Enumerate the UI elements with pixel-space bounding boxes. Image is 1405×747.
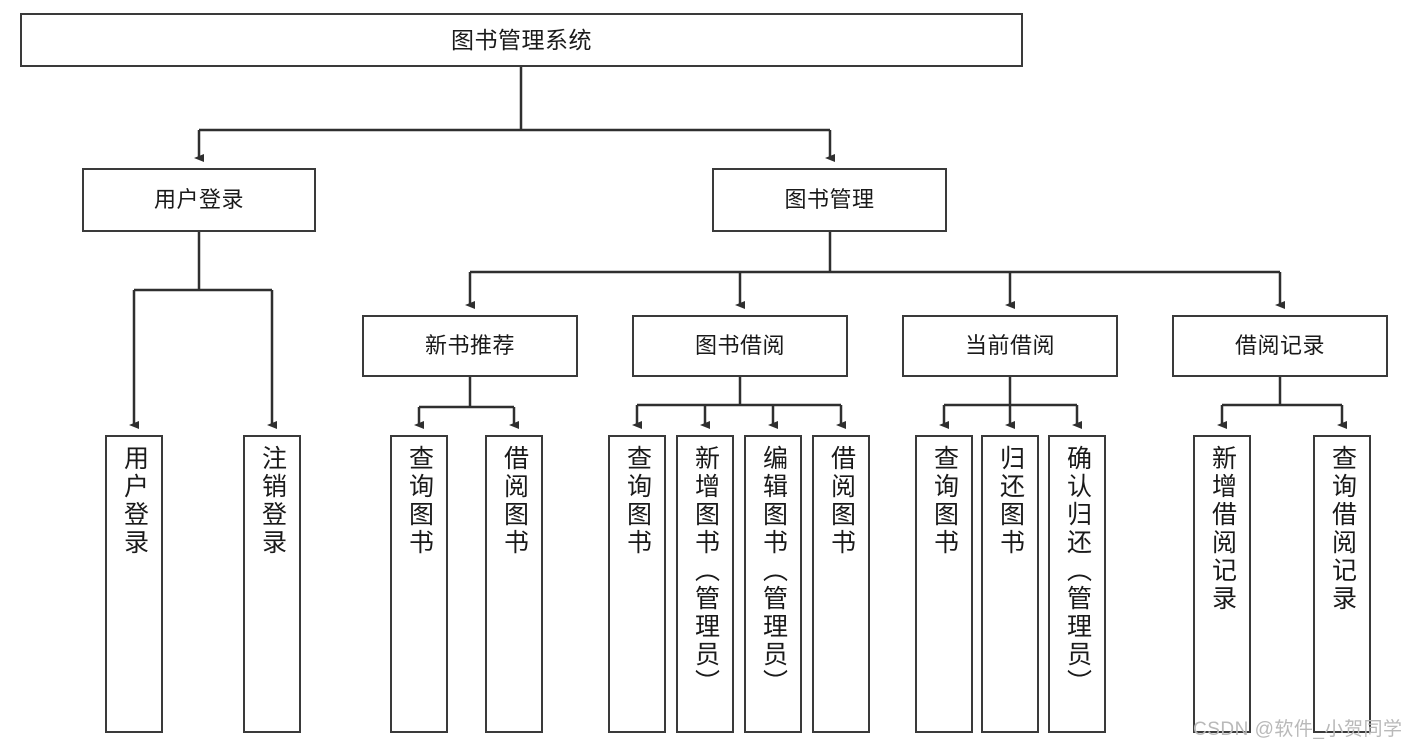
node-leaf-logout[interactable]: 注销登录 <box>243 435 301 733</box>
node-leaf-add-record[interactable]: 新增借阅记录 <box>1193 435 1251 733</box>
node-leaf-query-book-2-label: 查询图书 <box>623 445 652 557</box>
node-leaf-borrow-book-2[interactable]: 借阅图书 <box>812 435 870 733</box>
node-root-label: 图书管理系统 <box>451 26 592 53</box>
node-leaf-confirm-return-label: 确认归还（管理员） <box>1063 445 1092 697</box>
node-user-login[interactable]: 用户登录 <box>82 168 316 232</box>
node-leaf-borrow-book-1-label: 借阅图书 <box>500 445 529 557</box>
node-leaf-query-book-2[interactable]: 查询图书 <box>608 435 666 733</box>
node-leaf-add-book[interactable]: 新增图书（管理员） <box>676 435 734 733</box>
node-leaf-return-book[interactable]: 归还图书 <box>981 435 1039 733</box>
node-root[interactable]: 图书管理系统 <box>20 13 1023 67</box>
node-book-borrow-label: 图书借阅 <box>694 333 785 359</box>
csdn-watermark: CSDN @软件_小贺同学 <box>1193 719 1403 740</box>
node-leaf-add-book-label: 新增图书（管理员） <box>691 445 720 697</box>
node-current-borrow-label: 当前借阅 <box>964 333 1055 359</box>
node-book-manage[interactable]: 图书管理 <box>712 168 947 232</box>
node-current-borrow[interactable]: 当前借阅 <box>902 315 1118 377</box>
node-leaf-query-book-3[interactable]: 查询图书 <box>915 435 973 733</box>
node-leaf-edit-book-label: 编辑图书（管理员） <box>759 445 788 697</box>
node-leaf-borrow-book-1[interactable]: 借阅图书 <box>485 435 543 733</box>
node-leaf-add-record-label: 新增借阅记录 <box>1208 445 1237 613</box>
node-leaf-user-login[interactable]: 用户登录 <box>105 435 163 733</box>
node-new-book-recommend[interactable]: 新书推荐 <box>362 315 578 377</box>
node-user-login-label: 用户登录 <box>153 187 244 213</box>
node-borrow-record-label: 借阅记录 <box>1234 333 1325 359</box>
node-leaf-logout-label: 注销登录 <box>258 445 287 557</box>
node-book-manage-label: 图书管理 <box>784 187 875 213</box>
node-new-book-recommend-label: 新书推荐 <box>424 333 515 359</box>
node-leaf-borrow-book-2-label: 借阅图书 <box>827 445 856 557</box>
node-leaf-query-book-1-label: 查询图书 <box>405 445 434 557</box>
node-leaf-query-book-1[interactable]: 查询图书 <box>390 435 448 733</box>
node-leaf-return-book-label: 归还图书 <box>996 445 1025 557</box>
node-leaf-query-book-3-label: 查询图书 <box>930 445 959 557</box>
node-leaf-query-record[interactable]: 查询借阅记录 <box>1313 435 1371 733</box>
node-borrow-record[interactable]: 借阅记录 <box>1172 315 1388 377</box>
node-leaf-edit-book[interactable]: 编辑图书（管理员） <box>744 435 802 733</box>
node-leaf-query-record-label: 查询借阅记录 <box>1328 445 1357 613</box>
node-leaf-user-login-label: 用户登录 <box>120 445 149 557</box>
node-book-borrow[interactable]: 图书借阅 <box>632 315 848 377</box>
node-leaf-confirm-return[interactable]: 确认归还（管理员） <box>1048 435 1106 733</box>
